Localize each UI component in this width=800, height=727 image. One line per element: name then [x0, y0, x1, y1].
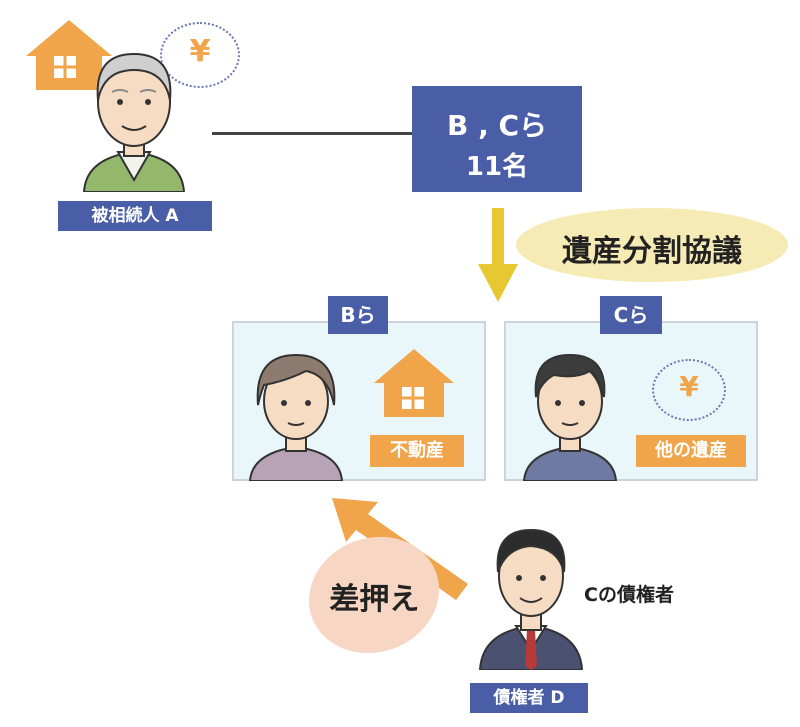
yen-icon: ¥	[679, 370, 699, 403]
creditor-label: 債権者 D	[470, 683, 588, 713]
decedent-label: 被相続人 A	[58, 201, 212, 231]
panel-b-avatar	[246, 341, 346, 481]
panel-b: 不動産	[232, 321, 486, 481]
other-assets-tag: 他の遺産	[636, 435, 746, 467]
seizure-label: 差押え	[329, 581, 420, 617]
creditor-caption: Cの債権者	[584, 584, 674, 606]
house-icon	[372, 345, 456, 419]
yellow-down-arrow	[478, 208, 518, 304]
panel-b-title: Bら	[328, 296, 388, 334]
heirs-box-line2: 11名	[465, 152, 529, 182]
decedent-house-icon	[24, 16, 114, 92]
creditor-avatar	[476, 518, 586, 670]
connector-line	[212, 132, 412, 135]
agreement-label: 遺産分割協議	[562, 234, 742, 269]
panel-c: ¥ 他の遺産	[504, 321, 758, 481]
decedent-coin-bubble: ¥	[160, 22, 240, 88]
yen-icon: ¥	[189, 34, 211, 69]
decedent-avatar	[78, 40, 190, 192]
agreement-bubble: 遺産分割協議	[516, 208, 788, 282]
heirs-box: B , Cら 11名	[412, 86, 582, 192]
heirs-box-line1: B , Cら	[446, 109, 548, 142]
panel-c-coin-bubble: ¥	[652, 359, 726, 421]
panel-c-avatar	[520, 341, 620, 481]
real-estate-tag: 不動産	[370, 435, 464, 467]
panel-c-title: Cら	[600, 296, 662, 334]
